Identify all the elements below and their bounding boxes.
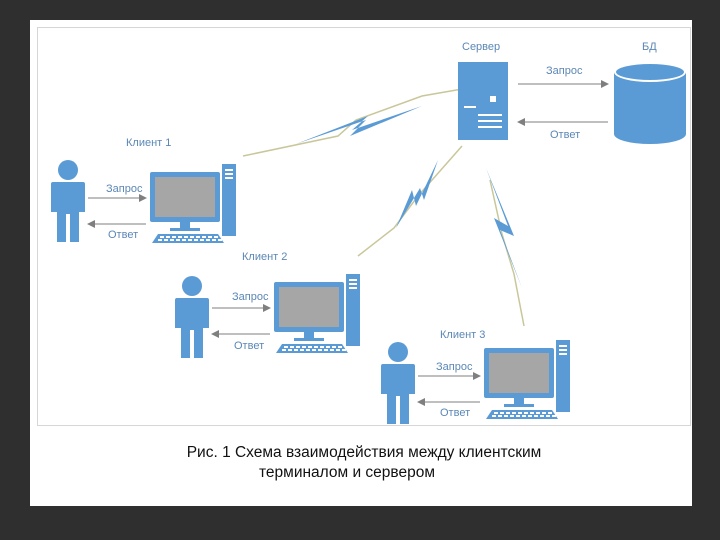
server-icon (458, 62, 508, 140)
monitor-icon (484, 340, 570, 419)
client-1-group: Клиент 1 Запрос Ответ (51, 137, 236, 243)
monitor-icon (150, 164, 236, 243)
client-3-label: Клиент 3 (440, 329, 485, 341)
client-3-response-label: Ответ (440, 407, 470, 419)
client-2-request-label: Запрос (232, 291, 269, 303)
caption-line-2: терминалом и сервером (259, 464, 435, 481)
client-3-group: Клиент 3 Запрос Ответ (381, 329, 570, 424)
client-2-group: Клиент 2 Запрос Ответ (175, 251, 360, 358)
client-2-response-label: Ответ (234, 340, 264, 352)
client-1-request-label: Запрос (106, 183, 143, 195)
figure-caption: Рис. 1 Схема взаимодействия между клиент… (38, 443, 690, 483)
person-icon (175, 276, 209, 358)
person-icon (51, 160, 85, 242)
diagram-figure: Сервер БД Запрос Ответ Клиент 1 Запрос (38, 28, 690, 425)
database-icon (614, 62, 686, 144)
caption-line-1: Рис. 1 Схема взаимодействия между клиент… (186, 444, 542, 461)
server-label: Сервер (462, 41, 500, 53)
db-label: БД (642, 41, 657, 53)
lightning-icon (396, 160, 438, 228)
client-2-label: Клиент 2 (242, 251, 287, 263)
person-icon (381, 342, 415, 424)
client-1-label: Клиент 1 (126, 137, 171, 149)
server-db-request-label: Запрос (546, 65, 583, 77)
client-1-response-label: Ответ (108, 229, 138, 241)
lightning-icon (486, 168, 522, 288)
client-server-diagram: Сервер БД Запрос Ответ Клиент 1 Запрос (51, 41, 686, 424)
client-3-request-label: Запрос (436, 361, 473, 373)
lightning-icon (296, 106, 422, 144)
server-db-response-label: Ответ (550, 129, 580, 141)
link-client2-server (357, 145, 463, 257)
network-links (242, 87, 525, 327)
link-client1-server (242, 87, 469, 157)
link-client3-server (489, 179, 525, 327)
monitor-icon (274, 274, 360, 353)
